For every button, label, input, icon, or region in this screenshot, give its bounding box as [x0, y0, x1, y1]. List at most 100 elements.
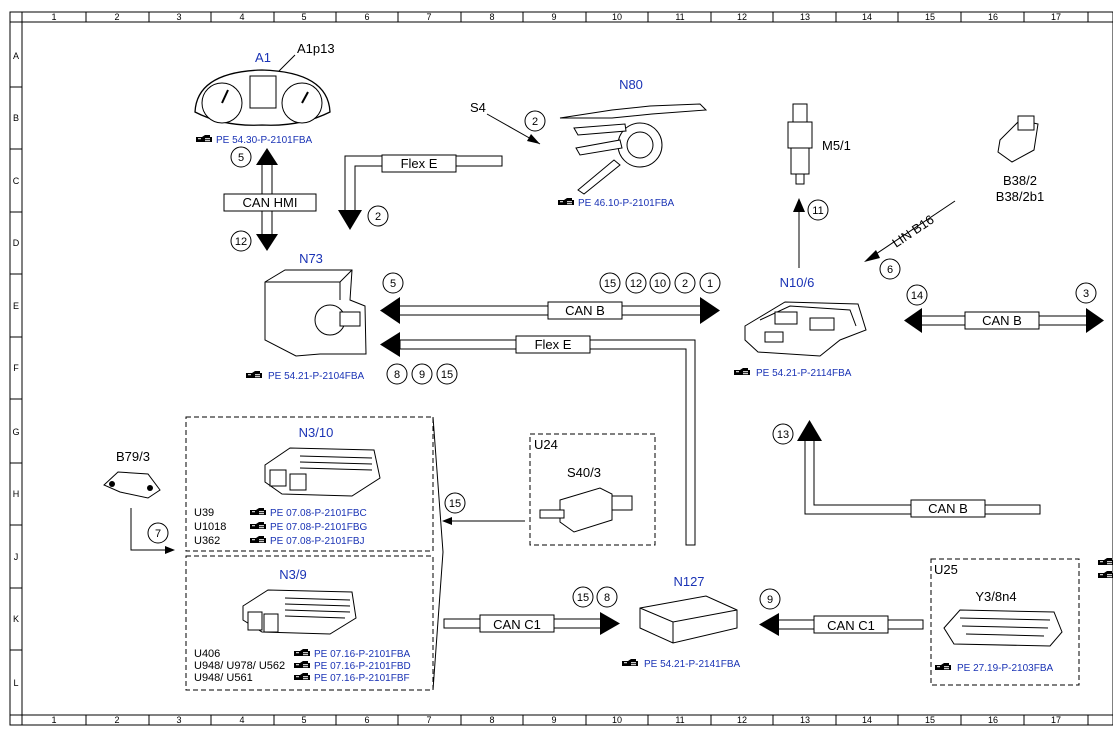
- connection-number: 2: [532, 116, 538, 128]
- connection-number: 14: [911, 290, 923, 302]
- n10-6-ref: PE 54.21-P-2114FBA: [756, 368, 852, 379]
- connection-number: 6: [887, 264, 893, 276]
- grid-col-label: 10: [612, 715, 622, 725]
- n3-9-label: N3/9: [279, 567, 306, 582]
- connection-number-circle: [906, 284, 928, 306]
- can-b-lower-label: CAN B: [928, 501, 968, 516]
- can-hmi-bus: CAN HMI: [223, 148, 317, 251]
- grid-col-label: 16: [988, 715, 998, 725]
- connection-number: 7: [155, 528, 161, 540]
- connection-number-circle: [772, 423, 794, 445]
- connection-number-circle: [524, 110, 546, 132]
- connection-number-circle: [386, 363, 408, 385]
- diagram-frame: [9, 11, 1113, 726]
- module-n127: N127 PE 54.21-P-2141FBA: [622, 574, 740, 670]
- grid-col-label: 6: [364, 715, 369, 725]
- lin-b16-label: LIN B16: [889, 212, 936, 251]
- a1-ref: PE 54.30-P-2101FBA: [216, 135, 312, 146]
- grid-row-label: G: [12, 427, 19, 437]
- variant-ref: PE 07.08-P-2101FBJ: [270, 536, 365, 547]
- variant-ref: PE 07.08-P-2101FBG: [270, 522, 367, 533]
- grid-col-label: 2: [114, 715, 119, 725]
- variant-code: U362: [194, 535, 220, 547]
- can-c1-right-bus: CAN C1: [759, 613, 924, 636]
- instrument-cluster-a1: A1 A1p13 PE 54.30-P-2101FBA: [194, 41, 335, 146]
- connection-number: 15: [604, 278, 616, 290]
- grid-row-label: F: [13, 363, 19, 373]
- grid-col-label: 9: [551, 12, 556, 22]
- connection-number: 1: [707, 278, 713, 290]
- b79-3-label: B79/3: [116, 449, 150, 464]
- connection-number-circle: [382, 272, 404, 294]
- ignition-switch-n73: N73 PE 54.21-P-2104FBA: [246, 251, 367, 382]
- grid-col-label: 15: [925, 12, 935, 22]
- can-b-right-label: CAN B: [982, 313, 1022, 328]
- s4-label: S4: [470, 100, 486, 115]
- flex-e-upper-bus: Flex E: [338, 154, 503, 230]
- lin-b16-bus: LIN B16: [864, 200, 956, 262]
- variant-code: U406: [194, 648, 220, 660]
- flex-e-lower-bus: Flex E: [380, 332, 696, 546]
- connection-number: 15: [449, 498, 461, 510]
- y3-8n4-label: Y3/8n4: [975, 589, 1016, 604]
- n80-label: N80: [619, 77, 643, 92]
- grid-col-label: 11: [675, 12, 684, 22]
- grid-col-label: 5: [301, 715, 306, 725]
- variant-code: U39: [194, 507, 214, 519]
- grid-col-label: 9: [551, 715, 556, 725]
- connection-number-circle: [436, 363, 458, 385]
- grid-col-label: 1: [51, 12, 56, 22]
- connection-number-circle: [367, 205, 389, 227]
- connection-number: 10: [654, 278, 666, 290]
- can-hmi-label: CAN HMI: [243, 195, 298, 210]
- grid-col-label: 12: [737, 715, 747, 725]
- b38-2-label: B38/2: [1003, 173, 1037, 188]
- connection-number-circle: [599, 272, 621, 294]
- grid-col-label: 10: [612, 12, 622, 22]
- grid-col-label: 3: [176, 715, 181, 725]
- u24-label: U24: [534, 437, 558, 452]
- connection-number-circle: [230, 230, 252, 252]
- m5-1-link: [793, 198, 805, 268]
- variant-code: U1018: [194, 521, 226, 533]
- ecu-bracket: [432, 416, 444, 691]
- grid-row-label: C: [13, 176, 20, 186]
- u25-label: U25: [934, 562, 958, 577]
- connection-number: 3: [1083, 288, 1089, 300]
- can-c1-left-label: CAN C1: [493, 617, 541, 632]
- connection-number-circle: [625, 272, 647, 294]
- transmission-group-u25: U25 Y3/8n4 PE 27.19-P-2103FBA: [930, 558, 1080, 686]
- module-n10-6: N10/6 PE 54.21-P-2114FBA: [734, 275, 867, 379]
- can-c1-left-bus: CAN C1: [443, 612, 620, 635]
- connection-number: 9: [767, 594, 773, 606]
- flex-e-upper-label: Flex E: [401, 156, 438, 171]
- grid-row-label: J: [14, 552, 19, 562]
- can-b-upper-bus: CAN B: [380, 297, 720, 324]
- grid-row-label: L: [13, 678, 18, 688]
- grid-col-label: 7: [426, 12, 431, 22]
- n73-ref: PE 54.21-P-2104FBA: [268, 371, 364, 382]
- grid-col-label: 5: [301, 12, 306, 22]
- variant-code: U948/ U561: [194, 672, 253, 684]
- variant-ref: PE 07.16-P-2101FBD: [314, 661, 411, 672]
- b38-2b1-label: B38/2b1: [996, 189, 1044, 204]
- grid-col-label: 17: [1051, 12, 1061, 22]
- connection-number: 5: [238, 152, 244, 164]
- grid-row-label: B: [13, 113, 19, 123]
- grid-col-label: 1: [51, 715, 56, 725]
- connection-number-circle: [649, 272, 671, 294]
- n10-6-label: N10/6: [780, 275, 815, 290]
- switch-group-u24: U24 S40/3: [442, 433, 656, 546]
- n3-10-label: N3/10: [299, 425, 334, 440]
- grid-col-label: 11: [675, 715, 684, 725]
- grid-col-label: 8: [489, 715, 494, 725]
- m5-1-label: M5/1: [822, 138, 851, 153]
- connection-number: 8: [604, 592, 610, 604]
- s40-3-label: S40/3: [567, 465, 601, 480]
- u25-ref: PE 27.19-P-2103FBA: [957, 663, 1053, 674]
